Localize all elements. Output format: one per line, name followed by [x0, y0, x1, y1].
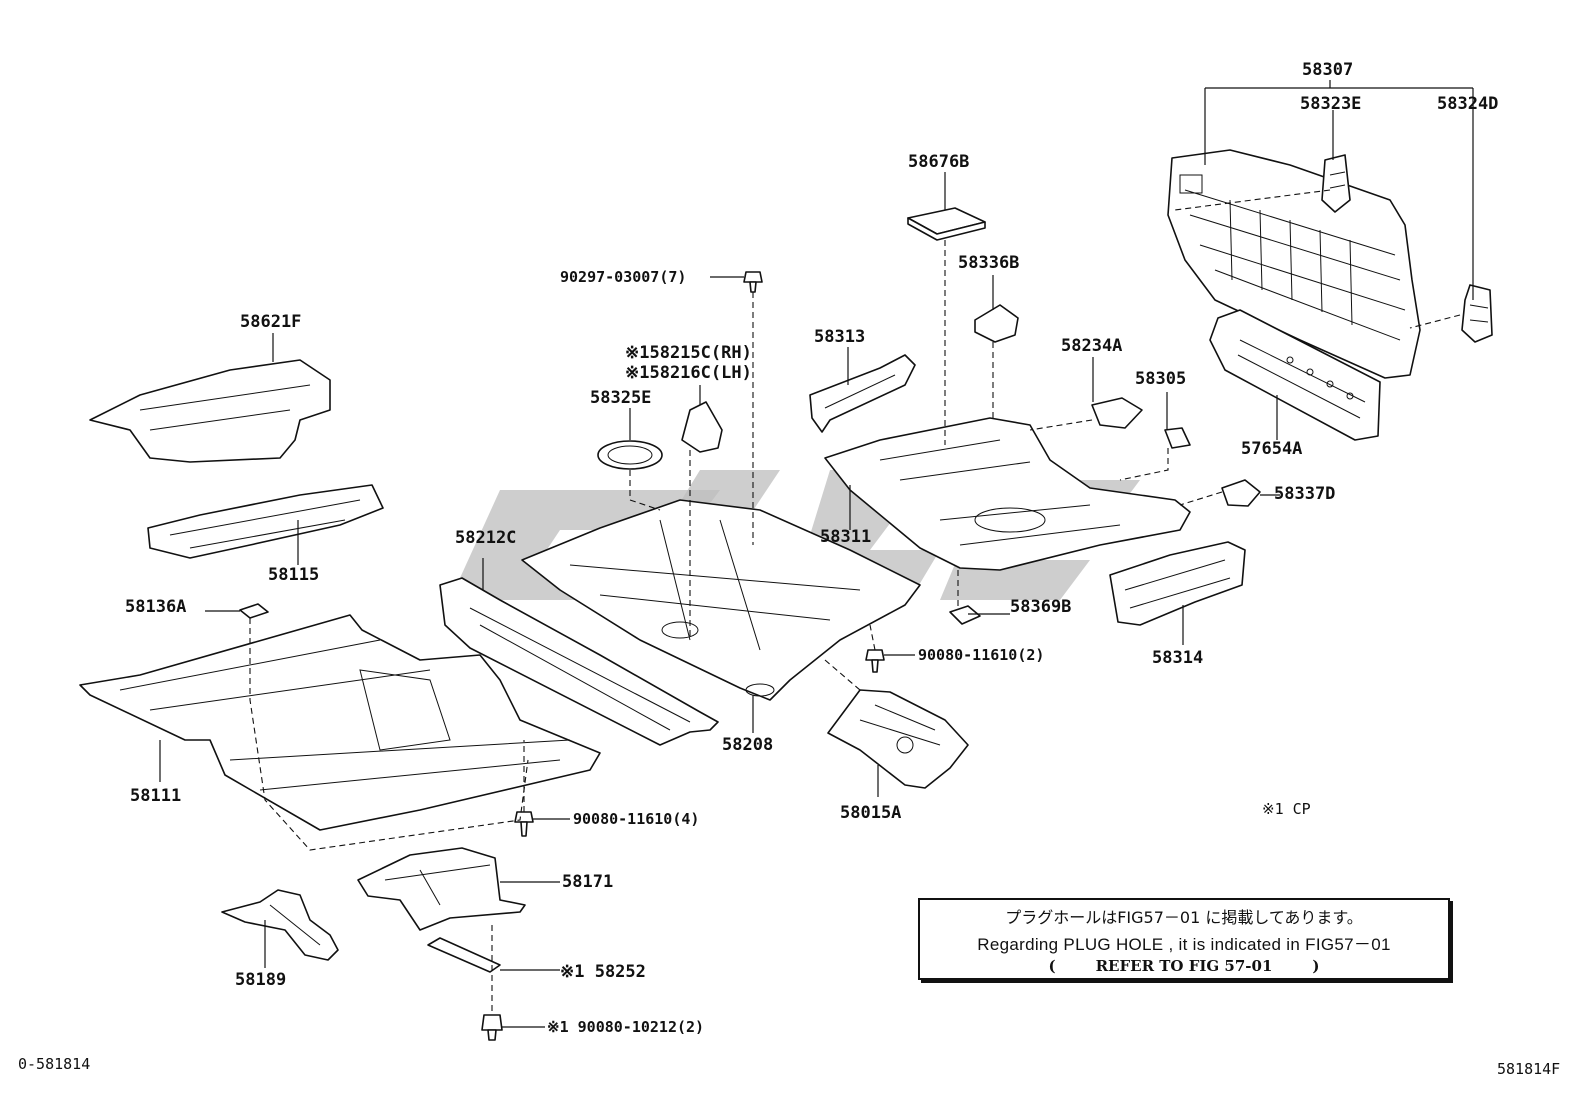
part-58314-shape	[1109, 541, 1246, 626]
part-58336B-shape	[974, 304, 1019, 343]
leader-lines	[159, 80, 1474, 1028]
label-58189: 58189	[235, 970, 286, 990]
part-58621F-shape	[89, 359, 331, 463]
part-58171-shape	[357, 847, 526, 931]
part-58234A-shape	[1091, 397, 1143, 429]
part-58313-shape	[809, 354, 916, 433]
part-58015A-shape	[827, 689, 969, 789]
part-58323E-shape	[1321, 154, 1351, 213]
part-58252-shape	[427, 937, 501, 973]
part-58189-shape	[221, 889, 339, 961]
cp-legend: ※1 CP	[1262, 800, 1311, 818]
label-58111: 58111	[130, 786, 181, 806]
part-58115-shape	[147, 484, 384, 559]
part-58307-shape	[1167, 149, 1421, 379]
label-58136A: 58136A	[125, 597, 186, 617]
note-line-english: Regarding PLUG HOLE , it is indicated in…	[977, 935, 1391, 954]
label-90080-11610-2: 90080-11610(2)	[918, 646, 1044, 664]
label-58171: 58171	[562, 872, 613, 892]
label-58324D: 58324D	[1437, 94, 1498, 114]
label-58676B: 58676B	[908, 152, 969, 172]
part-58325E-shape	[597, 440, 663, 470]
label-90080-11610-4: 90080-11610(4)	[573, 810, 699, 828]
label-58015A: 58015A	[840, 803, 901, 823]
label-58311: 58311	[820, 527, 871, 547]
note-close-paren: )	[1312, 957, 1320, 975]
label-90080-10212: ※1 90080-10212(2)	[547, 1018, 704, 1036]
note-open-paren: (	[1048, 957, 1056, 975]
plug-hole-note: プラグホールはFIG57－01 に掲載してあります。 Regarding PLU…	[918, 898, 1450, 980]
label-58336B: 58336B	[958, 253, 1019, 273]
part-58676B-shape	[907, 207, 986, 241]
bolt-90080-10212-shape	[481, 1014, 503, 1041]
part-labels: 58307 58323E 58324D 58676B 58336B 90297-…	[125, 60, 1498, 1036]
figure-code-right: 581814F	[1497, 1060, 1561, 1078]
label-58307: 58307	[1302, 60, 1353, 80]
part-58311-shape	[824, 417, 1191, 571]
part-58215C-shape	[681, 401, 723, 453]
label-58252: ※1 58252	[560, 962, 646, 982]
note-refer-text: REFER TO FIG 57-01	[1095, 957, 1273, 975]
part-58212C-shape	[439, 577, 719, 746]
label-58314: 58314	[1152, 648, 1203, 668]
label-58305: 58305	[1135, 369, 1186, 389]
part-57654A-shape	[1209, 309, 1381, 441]
label-58369B: 58369B	[1010, 597, 1071, 617]
part-58369B-shape	[949, 605, 981, 625]
label-58215C: ※158215C(RH)	[625, 343, 752, 363]
label-58313: 58313	[814, 327, 865, 347]
label-58621F: 58621F	[240, 312, 301, 332]
bolt-90080-11610-4-shape	[514, 811, 534, 837]
part-58337D-shape	[1221, 479, 1261, 507]
figure-code-left: 0-581814	[18, 1055, 91, 1073]
label-58216C: ※158216C(LH)	[625, 363, 752, 383]
label-58115: 58115	[268, 565, 319, 585]
part-58305-shape	[1164, 427, 1191, 449]
part-58208-shape	[521, 499, 921, 701]
note-line-refer: ( REFER TO FIG 57-01)	[920, 957, 1448, 975]
bolt-90080-11610-2-shape	[865, 649, 885, 673]
part-58324D-shape	[1461, 284, 1493, 343]
label-58337D: 58337D	[1274, 484, 1335, 504]
label-90297-03007: 90297-03007(7)	[560, 268, 686, 286]
part-58111-shape	[79, 614, 601, 831]
label-57654A: 57654A	[1241, 439, 1302, 459]
label-58212C: 58212C	[455, 528, 516, 548]
label-58234A: 58234A	[1061, 336, 1122, 356]
label-58208: 58208	[722, 735, 773, 755]
label-58325E: 58325E	[590, 388, 651, 408]
note-line-japanese: プラグホールはFIG57－01 に掲載してあります。	[1005, 908, 1363, 927]
clip-90297-shape	[743, 271, 763, 293]
part-58136A-shape	[239, 603, 269, 619]
label-58323E: 58323E	[1300, 94, 1361, 114]
